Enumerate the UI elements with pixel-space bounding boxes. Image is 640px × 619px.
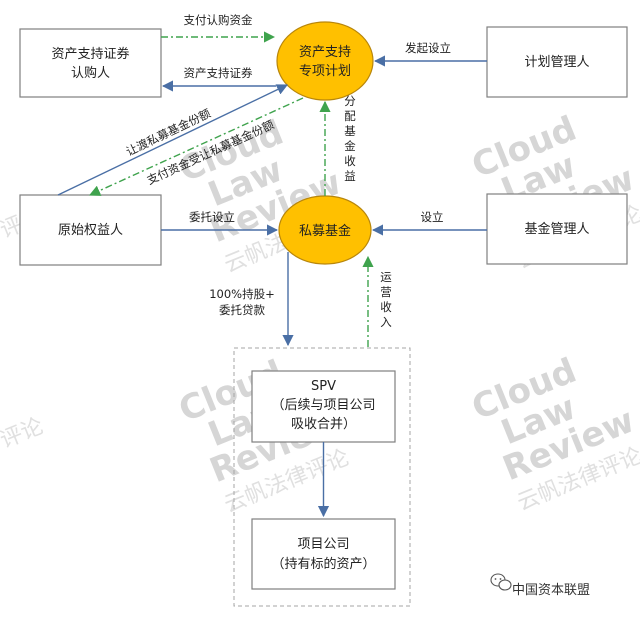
footer-brand-text: 中国资本联盟 (512, 583, 590, 598)
node-subscriber[interactable]: 资产支持证券 认购人 (19, 28, 162, 98)
edge-label-char: 入 (380, 315, 392, 329)
edge-label-entrust-setup: 委托设立 (189, 210, 235, 224)
watermark-bottom-right: Cloud Law Review 云帆法律评论 (466, 351, 640, 516)
edge-label-char: 基 (344, 124, 356, 138)
node-private-fund[interactable]: 私募基金 (278, 195, 372, 265)
fund-manager-label: 基金管理人 (524, 221, 589, 237)
edge-label-operating-income: 运 营 收 入 (380, 270, 392, 329)
edge-label-char: 运 (380, 270, 392, 284)
node-project-company[interactable]: 项目公司 （持有标的资产） (251, 518, 396, 590)
edge-label-char: 收 (380, 300, 392, 314)
edge-label-distribute-fund-income: 分 配 基 金 收 益 (344, 94, 356, 183)
watermark-group: Cloud Law Review 云帆法律评论 Cloud Law Review… (0, 109, 640, 518)
spv-label-line-2: （后续与项目公司 (271, 398, 375, 413)
edge-label-char: 配 (344, 109, 356, 123)
wechat-icon (490, 573, 512, 591)
edge-label-char: 金 (344, 139, 356, 153)
spv-label-line-3: 吸收合并） (291, 417, 356, 432)
edge-label-setup: 设立 (421, 210, 444, 224)
node-plan-manager[interactable]: 计划管理人 (486, 26, 628, 98)
edge-label-char: 收 (344, 154, 356, 168)
spv-label-line-1: SPV (311, 379, 336, 394)
edge-label-holding-loan-line-2: 委托贷款 (219, 303, 265, 317)
node-fund-manager[interactable]: 基金管理人 (486, 193, 628, 265)
edge-label-char: 营 (380, 285, 392, 299)
project-company-label-line-1: 项目公司 (297, 537, 349, 552)
special-plan-label-line-2: 专项计划 (299, 64, 351, 79)
special-plan-label-line-1: 资产支持 (299, 45, 351, 60)
subscriber-label-line-1: 资产支持证券 (51, 46, 129, 62)
spv-group-frame (233, 347, 411, 607)
watermark-fragment-left-lower: 评论 (0, 414, 47, 454)
footer-brand: 中国资本联盟 (490, 573, 590, 598)
edge-transfer-fund-share (57, 84, 289, 196)
plan-manager-label: 计划管理人 (524, 55, 589, 70)
edge-label-holding-loan-line-1: 100%持股+ (209, 287, 275, 301)
private-fund-label: 私募基金 (299, 223, 351, 239)
node-spv[interactable]: SPV （后续与项目公司 吸收合并） (251, 370, 396, 443)
edge-pay-for-fund-share (88, 97, 304, 196)
project-company-label-line-2: （持有标的资产） (271, 556, 375, 572)
edge-label-initiate-setup: 发起设立 (405, 41, 451, 55)
edge-label-pay-subscription: 支付认购资金 (184, 13, 253, 27)
edge-label-char: 分 (344, 94, 356, 108)
edge-label-abs-securities: 资产支持证券 (184, 66, 253, 80)
original-owner-label: 原始权益人 (58, 222, 123, 238)
node-special-plan[interactable]: 资产支持 专项计划 (276, 21, 374, 101)
edge-label-char: 益 (344, 169, 356, 183)
node-original-owner[interactable]: 原始权益人 (19, 194, 162, 266)
subscriber-label-line-2: 认购人 (71, 65, 110, 81)
